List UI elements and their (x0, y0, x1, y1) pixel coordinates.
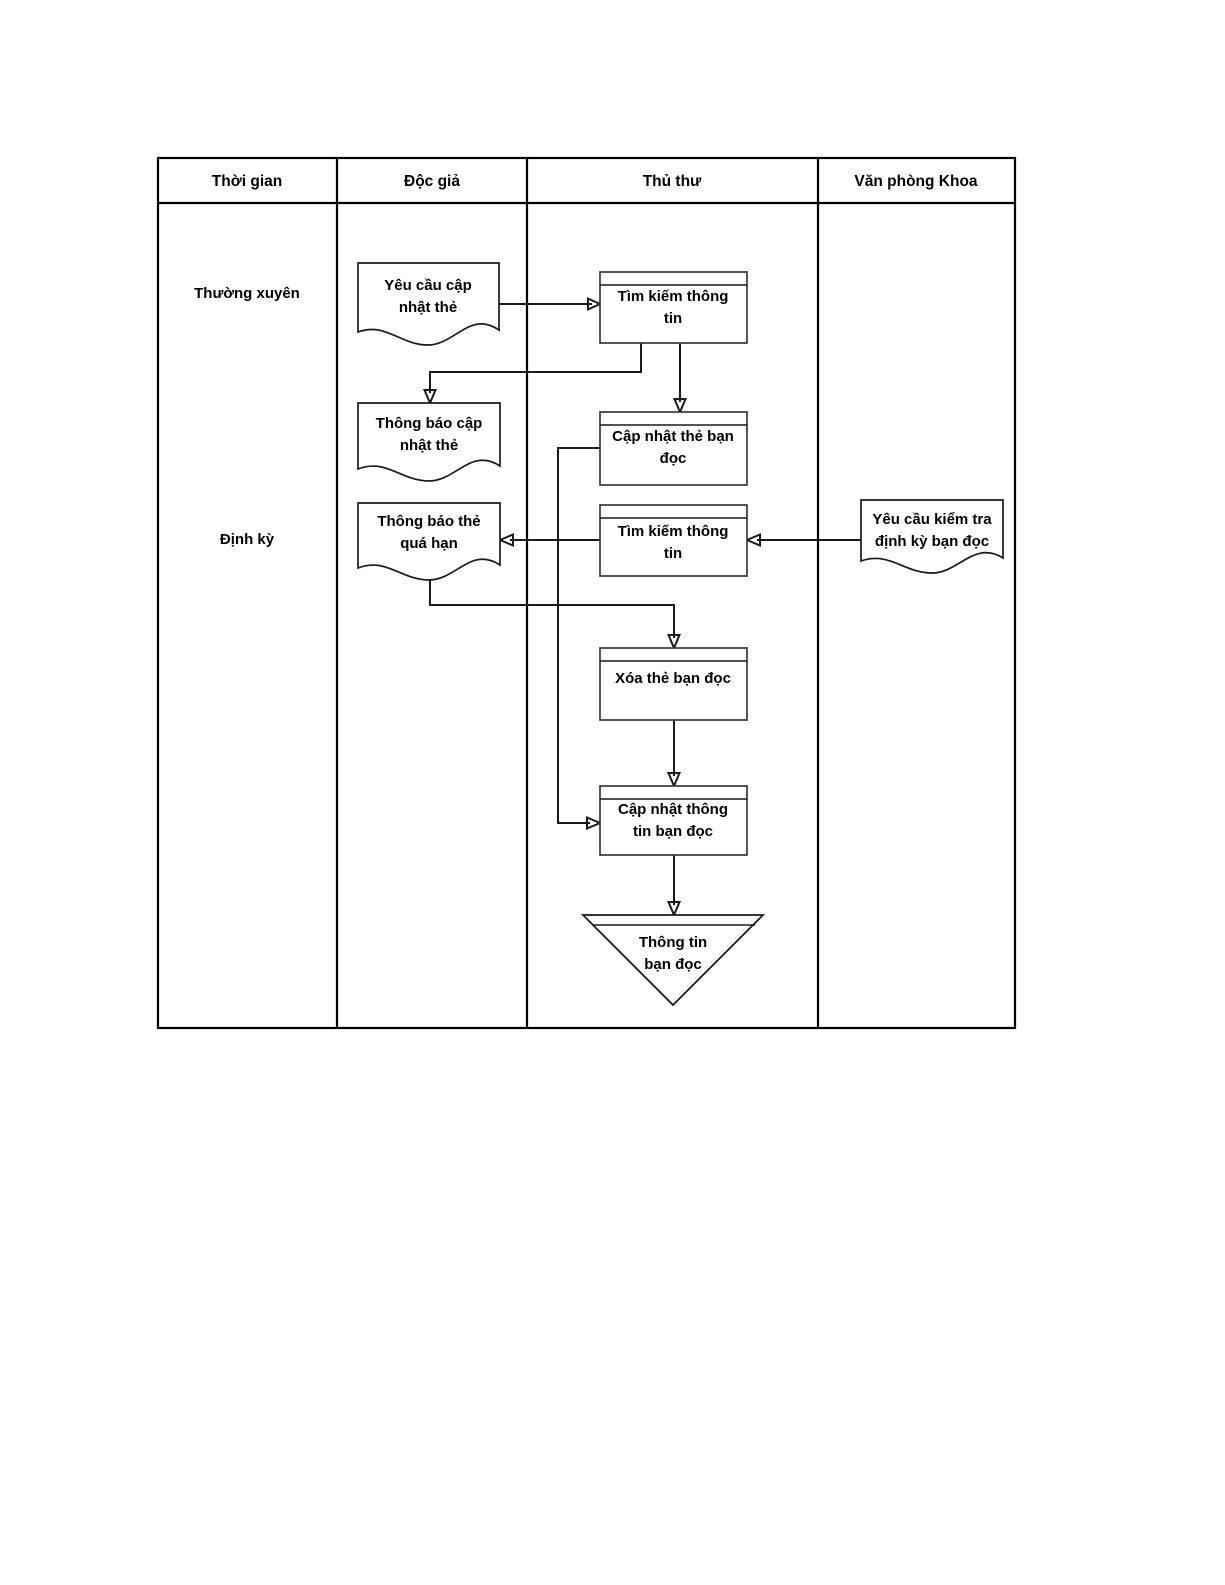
node-label-line-2: tin (664, 545, 682, 562)
node-label-line-1: Cập nhật thông (618, 801, 728, 818)
node-search-info-1[interactable]: Tìm kiếm thông tin (599, 271, 748, 344)
lane-header-time: Thời gian (212, 173, 282, 190)
lane-header-librarian: Thủ thư (643, 173, 702, 190)
node-delete-reader-card[interactable]: Xóa thẻ bạn đọc (599, 647, 748, 721)
lane-headers: Thời gian Độc giả Thủ thư Văn phòng Khoa (212, 173, 978, 190)
swimlane-frame (156, 156, 1017, 1030)
connector-office-request-to-search2 (744, 532, 861, 548)
node-reader-data-store[interactable]: Thông tin bạn đọc (580, 914, 766, 1007)
node-label-line-1: Thông báo cập (376, 415, 483, 432)
node-overdue-card-notice[interactable]: Thông báo thẻ quá hạn (357, 502, 501, 581)
node-label-line-2: tin bạn đọc (633, 823, 713, 840)
phase-label-periodic: Định kỳ (220, 531, 275, 548)
connector-search2-to-overdue-notice (497, 532, 600, 548)
node-search-info-2[interactable]: Tìm kiếm thông tin (599, 504, 748, 577)
node-label-line-1: Yêu cầu kiểm tra (872, 511, 992, 528)
node-label-line-2: bạn đọc (644, 956, 702, 973)
node-label-line-1: Cập nhật thẻ bạn (612, 428, 734, 445)
node-label-line-2: nhật thẻ (400, 437, 458, 454)
node-label-line-1: Thông tin (639, 934, 707, 951)
node-update-reader-card[interactable]: Cập nhật thẻ bạn đọc (599, 411, 748, 486)
connector-overdue-notice-to-delete-card (429, 568, 682, 651)
lane-header-office: Văn phòng Khoa (854, 173, 978, 190)
phase-labels: Thường xuyên Định kỳ (194, 285, 300, 548)
node-request-card-update[interactable]: Yêu cầu cập nhật thẻ (357, 262, 500, 346)
node-label-line-1: Tìm kiếm thông (618, 523, 729, 540)
node-label-line-2: tin (664, 310, 682, 327)
node-update-reader-info[interactable]: Cập nhật thông tin bạn đọc (599, 785, 748, 856)
node-label-line-1: Yêu cầu cập (384, 277, 472, 294)
node-label-line-2: đọc (660, 450, 687, 467)
node-label-line-1: Thông báo thẻ (377, 513, 480, 530)
node-label-line-1: Xóa thẻ bạn đọc (615, 670, 731, 687)
node-label-line-2: quá hạn (400, 535, 458, 552)
lane-header-reader: Độc giả (404, 173, 460, 190)
node-notify-card-update[interactable]: Thông báo cập nhật thẻ (357, 402, 501, 482)
node-label-line-2: nhật thẻ (399, 299, 457, 316)
connector-update-card-to-update-info (557, 447, 603, 831)
connectors (422, 296, 861, 918)
node-periodic-check-request[interactable]: Yêu cầu kiểm tra định kỳ bạn đọc (860, 499, 1004, 574)
connector-update-info-to-reader-data (666, 855, 682, 918)
connector-search-to-notify-update (422, 343, 642, 406)
connector-delete-card-to-update-info (666, 720, 682, 789)
connector-request-to-search (499, 296, 603, 312)
connector-search-to-update-card (672, 343, 688, 415)
node-label-line-1: Tìm kiếm thông (618, 288, 729, 305)
phase-label-regular: Thường xuyên (194, 285, 300, 302)
node-label-line-2: định kỳ bạn đọc (875, 533, 989, 550)
